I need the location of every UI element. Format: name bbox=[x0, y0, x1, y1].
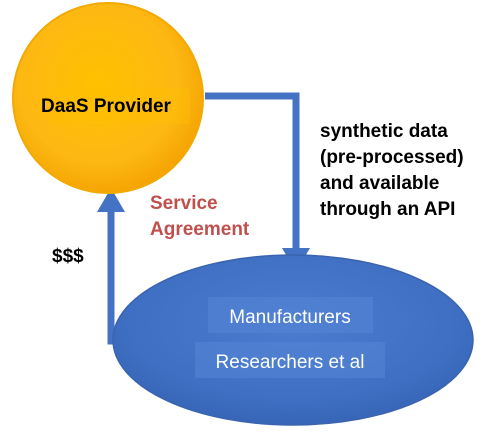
agreement-line: Service bbox=[150, 193, 218, 214]
agreement-line: Agreement bbox=[150, 219, 250, 240]
consumer-line2: Researchers et al bbox=[216, 352, 365, 373]
payment-label: $$$ bbox=[52, 246, 84, 267]
consumer-node: Manufacturers Researchers et al bbox=[112, 254, 474, 426]
data-flow-arrow bbox=[205, 92, 310, 272]
consumer-line1-box bbox=[208, 297, 373, 333]
provider-label: DaaS Provider bbox=[41, 96, 171, 117]
data-description-line: through an API bbox=[320, 199, 455, 220]
data-description-line: synthetic data bbox=[320, 121, 448, 142]
provider-label-box bbox=[50, 88, 190, 124]
data-description: synthetic data (pre-processed) and avail… bbox=[320, 121, 464, 220]
data-description-line: and available bbox=[320, 173, 439, 194]
consumer-line2-box bbox=[195, 342, 385, 378]
service-agreement: Service Agreement bbox=[150, 193, 250, 240]
data-description-line: (pre-processed) bbox=[320, 147, 464, 168]
consumer-line1: Manufacturers bbox=[229, 307, 350, 328]
provider-node: DaaS Provider bbox=[12, 2, 204, 194]
